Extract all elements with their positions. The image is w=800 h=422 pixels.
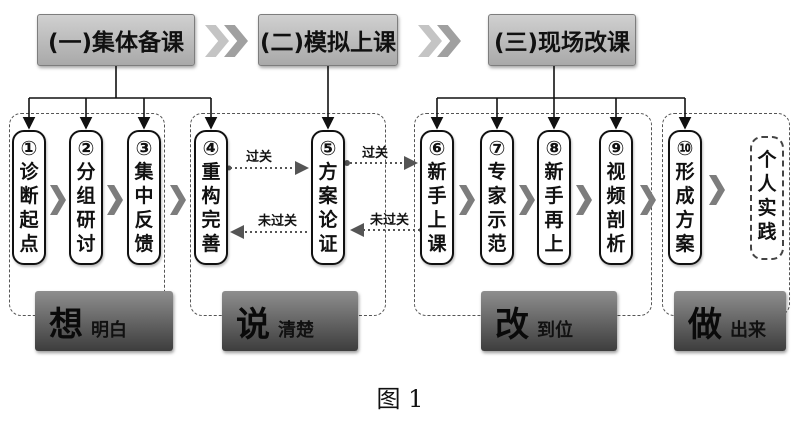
figure-caption: 图 1: [376, 385, 424, 413]
stage-simulated-lesson: (二)模拟上课: [258, 14, 398, 66]
step-char: 论: [318, 209, 338, 231]
step-char: 方: [318, 161, 338, 183]
step-char: 家: [487, 185, 507, 207]
step-char: 践: [757, 221, 777, 243]
footer-small-text: 出来: [730, 320, 766, 341]
step-char: 馈: [134, 233, 154, 255]
step-char: 新: [544, 161, 564, 183]
step-char: 点: [19, 233, 39, 255]
step-number: ⑩: [676, 136, 694, 160]
step-char: 重: [201, 161, 221, 183]
step-char: 集: [134, 161, 154, 183]
step-char: 案: [675, 233, 695, 255]
step-char: 研: [76, 209, 96, 231]
step-char: 课: [427, 233, 447, 255]
step-char: 实: [757, 197, 777, 219]
step-central-feedback: ③ 集 中 反 馈: [127, 130, 161, 265]
step-char: 中: [134, 185, 154, 207]
step-char: 专: [487, 161, 507, 183]
step-number: ⑧: [545, 136, 563, 160]
step-number: ⑥: [428, 136, 446, 160]
step-char: 成: [675, 185, 695, 207]
footer-small-text: 清楚: [278, 320, 314, 341]
step-char: 上: [544, 233, 564, 255]
step-char: 示: [487, 209, 507, 231]
step-number: ①: [20, 136, 38, 160]
step-number: ④: [202, 136, 220, 160]
footer-practice: 做 出来: [674, 291, 786, 351]
stage-collective-prep: (一)集体备课: [37, 14, 195, 66]
step-char: 手: [427, 185, 447, 207]
step-char: 反: [134, 209, 154, 231]
step-group-discussion: ② 分 组 研 讨: [69, 130, 103, 265]
step-char: 证: [318, 233, 338, 255]
step-novice-teach: ⑥ 新 手 上 课: [420, 130, 454, 265]
step-char: 完: [201, 209, 221, 231]
step-char: 视: [606, 161, 626, 183]
step-char: 起: [19, 209, 39, 231]
footer-understand: 想 明白: [35, 291, 173, 351]
step-char: 手: [544, 185, 564, 207]
step-char: 诊: [19, 161, 39, 183]
footer-big-char: 想: [49, 305, 83, 345]
step-char: 析: [606, 233, 626, 255]
step-number: ②: [77, 136, 95, 160]
step-form-plan: ⑩ 形 成 方 案: [668, 130, 702, 265]
footer-explain: 说 清楚: [222, 291, 358, 351]
step-char: 新: [427, 161, 447, 183]
step-char: 案: [318, 185, 338, 207]
fail-label: 未过关: [370, 213, 410, 228]
step-char: 剖: [606, 209, 626, 231]
step-char: 上: [427, 209, 447, 231]
stage-onsite-revision: (三)现场改课: [488, 14, 636, 66]
pass-label: 过关: [362, 146, 389, 161]
pass-label: 过关: [246, 150, 273, 165]
step-video-analysis: ⑨ 视 频 剖 析: [599, 130, 633, 265]
step-rebuild-refine: ④ 重 构 完 善: [194, 130, 228, 265]
step-char: 断: [19, 185, 39, 207]
step-number: ⑤: [319, 136, 337, 160]
step-char: 讨: [76, 233, 96, 255]
footer-revise: 改 到位: [481, 291, 617, 351]
step-char: 个: [757, 149, 777, 171]
step-char: 善: [201, 233, 221, 255]
step-char: 再: [544, 209, 564, 231]
step-char: 方: [675, 209, 695, 231]
step-char: 人: [757, 173, 777, 195]
step-char: 构: [201, 185, 221, 207]
step-expert-demo: ⑦ 专 家 示 范: [480, 130, 514, 265]
footer-big-char: 做: [688, 305, 722, 345]
step-char: 形: [675, 161, 695, 183]
step-number: ③: [135, 136, 153, 160]
step-number: ⑨: [607, 136, 625, 160]
step-personal-practice: 个 人 实 践: [750, 136, 784, 260]
step-char: 频: [606, 185, 626, 207]
step-char: 组: [76, 185, 96, 207]
step-plan-review: ⑤ 方 案 论 证: [311, 130, 345, 265]
footer-small-text: 到位: [537, 320, 573, 341]
step-diagnose-start: ① 诊 断 起 点: [12, 130, 46, 265]
step-number: ⑦: [488, 136, 506, 160]
step-char: 分: [76, 161, 96, 183]
footer-small-text: 明白: [91, 320, 127, 341]
step-char: 范: [487, 233, 507, 255]
footer-big-char: 改: [495, 305, 529, 345]
step-novice-reteach: ⑧ 新 手 再 上: [537, 130, 571, 265]
fail-label: 未过关: [258, 214, 298, 229]
footer-big-char: 说: [236, 305, 270, 345]
